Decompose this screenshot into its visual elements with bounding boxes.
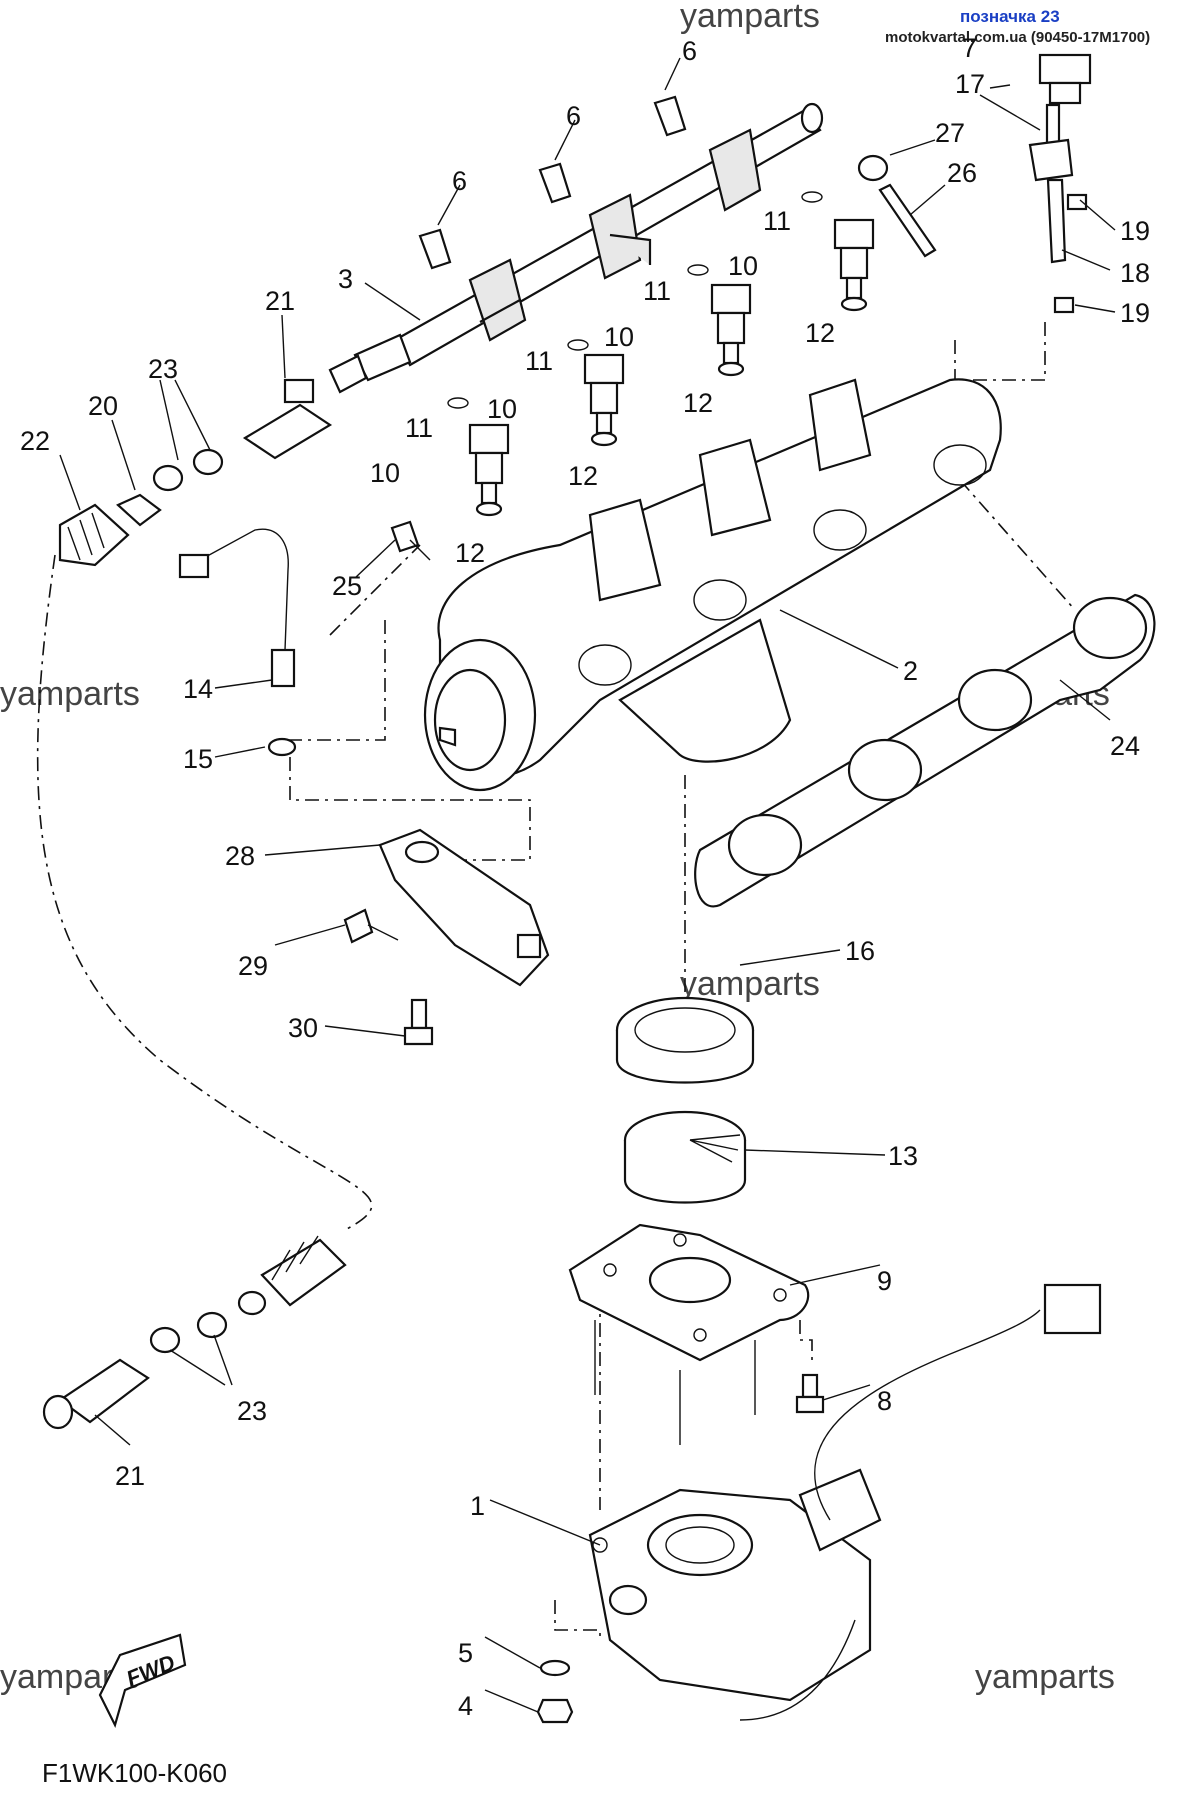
callout-label: 25 [332,571,362,601]
callout-label: 6 [682,36,697,66]
assembly-lines [36,320,1076,1640]
callout-label: 21 [115,1461,145,1491]
callout-label: 26 [947,158,977,188]
callout-label: 12 [805,318,835,348]
pressure-sensor-icon [1038,53,1092,105]
callout-label: 23 [237,1396,267,1426]
watermark-bottom-right: yamparts [975,1658,1115,1696]
callout-label: 15 [183,744,213,774]
header-reference-label: позначка 23 [960,7,1060,26]
stud-bolt-icon [878,183,937,258]
callout-label: 11 [763,206,791,236]
callout-label: 8 [877,1386,892,1416]
bolt-icon [795,1373,825,1414]
hose-joint-icon [1028,103,1074,182]
callout-label: 4 [458,1691,473,1721]
callout-label: 27 [935,118,965,148]
throttle-body-icon [588,1283,1102,1721]
flame-arrester-icon [623,1110,747,1204]
fuel-connector-icon [242,378,333,460]
callout-label: 23 [148,354,178,384]
callout-label: 9 [877,1266,892,1296]
hose-icon [1046,178,1067,264]
fuel-rail-icon [328,102,824,394]
callout-label: 7 [962,33,977,63]
callout-label: 11 [405,413,433,443]
nut-icon [536,1698,574,1724]
callout-label: 10 [487,394,517,424]
callout-labels: 1 2 3 4 5 6 6 6 7 8 9 10 10 10 10 11 11 … [20,33,1150,1721]
callout-label: 10 [728,251,758,281]
callout-label: 13 [888,1141,918,1171]
callout-label: 10 [370,458,400,488]
callout-label: 11 [643,276,671,306]
manifold-gasket-icon [694,593,1156,908]
bracket-icon [378,828,550,987]
callout-label: 12 [683,388,713,418]
callout-label: 14 [183,674,213,704]
gasket-plate-icon [568,1223,810,1445]
fuel-hose-icon [58,503,130,567]
fuel-injector-icon [468,218,875,517]
rubber-joint-icon [615,996,755,1084]
watermark-left: yamparts [0,675,140,713]
leader-lines [59,57,1116,1713]
hose-clamp-icon [152,448,224,492]
cap-nut-icon [857,154,889,182]
temperature-sensor-icon [178,528,296,688]
hose-clamp-icon [149,1311,228,1354]
callout-label: 21 [265,286,295,316]
callout-label: 6 [452,166,467,196]
callout-label: 19 [1120,216,1150,246]
washer-icon [267,737,297,757]
callout-label: 30 [288,1013,318,1043]
bolt-icon [418,95,687,270]
intake-manifold-icon [423,378,1002,792]
callout-label: 28 [225,841,255,871]
diagram-code: F1WK100-K060 [42,1758,227,1788]
o-ring-icon [447,191,823,409]
watermark-top: yamparts [680,0,820,35]
callout-label: 22 [20,426,50,456]
callout-label: 16 [845,936,875,966]
fuel-connector-icon [42,1358,150,1430]
header-source-url: motokvartal.com.ua (90450-17M1700) [885,29,1150,46]
callout-label: 12 [455,538,485,568]
bolt-icon [343,908,434,1046]
callout-label: 3 [338,264,353,294]
callout-label: 2 [903,656,918,686]
callout-label: 20 [88,391,118,421]
fwd-arrow-icon: FWD [98,1633,187,1729]
callout-label: 1 [470,1491,485,1521]
fuel-hose-icon [237,1235,347,1316]
callout-label: 29 [238,951,268,981]
watermark-center: yamparts [680,965,820,1003]
callout-label: 11 [525,346,553,376]
clip-icon [1053,193,1088,314]
callout-label: 19 [1120,298,1150,328]
callout-label: 24 [1110,731,1140,761]
callout-label: 10 [604,322,634,352]
callout-label: 6 [566,101,581,131]
callout-label: 12 [568,461,598,491]
callout-label: 5 [458,1638,473,1668]
callout-label: 17 [955,69,985,99]
bolt-icon [390,520,431,561]
callout-label: 18 [1120,258,1150,288]
washer-icon [539,1659,571,1677]
hose-end-icon [116,493,162,527]
